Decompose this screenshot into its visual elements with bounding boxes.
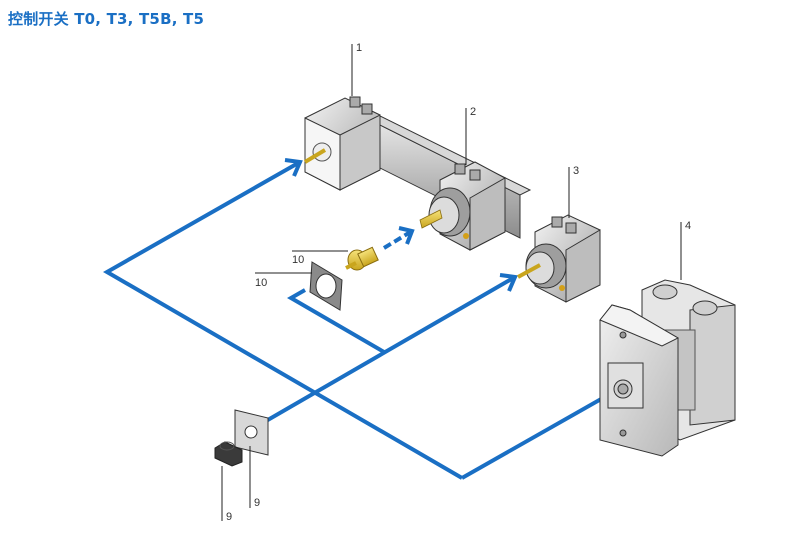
callout-label-1: 1 <box>356 42 362 54</box>
switch-2 <box>419 161 506 251</box>
arrowhead-switch-2 <box>398 226 415 245</box>
enclosure-4 <box>599 279 736 457</box>
callout-label-2: 2 <box>470 106 476 118</box>
front-plate-9 <box>234 409 269 456</box>
gasket-plate-10 <box>309 261 343 311</box>
handle-9 <box>214 441 243 467</box>
arrow-to-switch-3 <box>264 275 517 423</box>
arrowhead-switch-3 <box>499 273 518 292</box>
arrowhead-switch-1 <box>284 158 303 177</box>
shaft-extension-10 <box>345 246 379 271</box>
bracket-line-gasket <box>286 288 386 354</box>
arrow-to-enclosure <box>461 388 618 480</box>
arrow-to-switch-1 <box>102 160 464 480</box>
diagram-title: 控制开关 T0, T3, T5B, T5 <box>8 10 205 28</box>
callout-label-10-shaft: 10 <box>292 254 304 266</box>
arrow-knob-to-switch-2 <box>382 229 414 250</box>
callout-label-10-gasket: 10 <box>255 277 267 289</box>
callout-label-4: 4 <box>685 220 691 232</box>
connector-arrows <box>102 158 620 480</box>
callout-label-9-handle: 9 <box>226 511 232 523</box>
switch-3 <box>517 214 601 303</box>
callout-label-3: 3 <box>573 165 579 177</box>
callouts <box>221 44 682 521</box>
callout-label-9-plate: 9 <box>254 497 260 509</box>
